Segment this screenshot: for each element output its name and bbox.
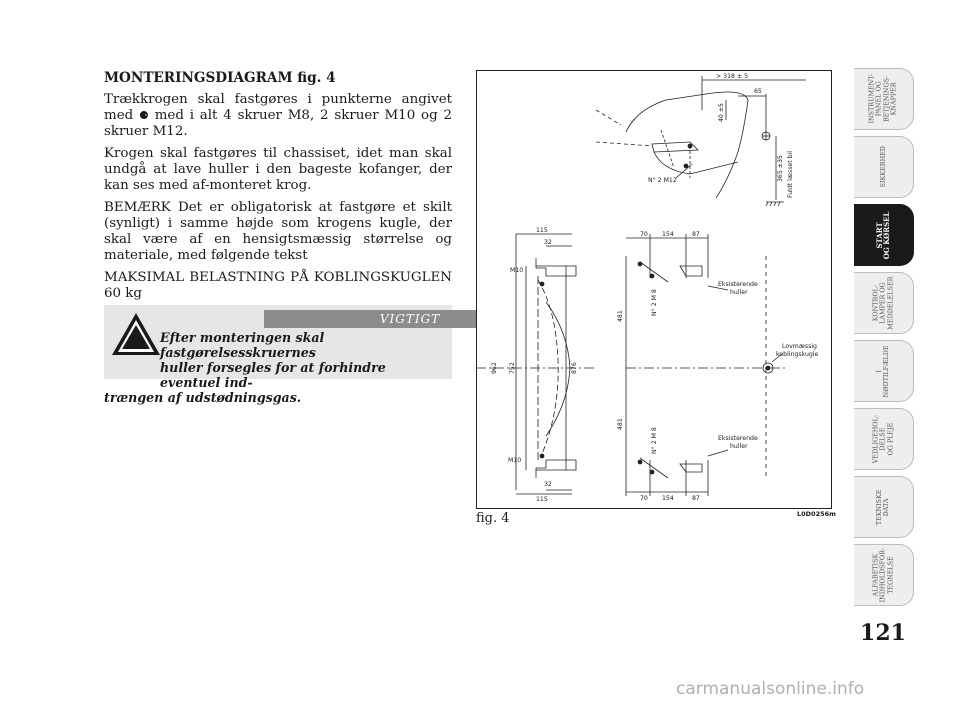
dim-481-top-label: 481 — [617, 310, 624, 322]
dim-115-top-label: 115 — [536, 227, 548, 234]
side-view-labels: > 318 ± 5 65 40 ±5 N° 2 M12 365 ±35 Fuld… — [648, 73, 794, 198]
holes-top-label-2: huller — [730, 289, 748, 296]
tab-start-driving[interactable]: START OG KØRSEL — [854, 204, 914, 266]
paragraph-4: MAKSIMAL BELASTNING PÅ KOBLINGSKUGLEN 60… — [104, 270, 452, 301]
left-plan-labels: 115 32 M10 962 752 876 M10 32 115 — [491, 227, 578, 503]
dim-962-label: 962 — [491, 362, 498, 374]
figure-caption: fig. 4 — [476, 511, 510, 526]
warning-line-2: huller forsegles for at forhindre eventu… — [160, 360, 386, 390]
tab-maintenance[interactable]: VEDLIGEHOL- DELSE OG PLEJE — [854, 408, 914, 470]
paragraph-1-text: Trækkrogen skal fastgøres i punkterne an… — [104, 92, 452, 123]
page-number: 121 — [860, 620, 906, 646]
dim-32-top-label: 32 — [544, 239, 552, 246]
bolts-bottom-label: N° 2 M 8 — [650, 427, 658, 454]
left-plan-view — [476, 233, 596, 495]
dim-154-bottom-label: 154 — [662, 495, 674, 502]
dim-752-label: 752 — [509, 362, 516, 374]
paragraph-2: Krogen skal fastgøres til chassiset, ide… — [104, 146, 452, 193]
dim-40-label: 40 ±5 — [718, 103, 725, 122]
warning-line-3: trængen af udstødningsgas. — [104, 390, 302, 405]
tab-technical-data[interactable]: TEKNISKE DATA — [854, 476, 914, 538]
mounting-diagram: > 318 ± 5 65 40 ±5 N° 2 M12 365 ±35 Fuld… — [476, 70, 832, 509]
tab-index[interactable]: ALFABETISK INDHOLDSFOR- TEGNELSE — [854, 544, 914, 606]
tab-label: VEDLIGEHOL- DELSE OG PLEJE — [871, 414, 895, 464]
right-plan-view — [625, 234, 786, 496]
tab-instrument-panel[interactable]: INSTRUMENT- PANEL OG BETJENINGS- KNAPPER — [854, 68, 914, 130]
ball-label-2: koblingskugle — [776, 351, 819, 358]
height-label: 365 ±35 — [777, 155, 784, 182]
dim-87-bottom-label: 87 — [692, 495, 700, 502]
text-column: MONTERINGSDIAGRAM fig. 4 Trækkrogen skal… — [104, 70, 452, 308]
holes-top-label-1: Eksisterende — [718, 281, 758, 288]
dim-70-top-label: 70 — [640, 231, 648, 238]
dim-481-bottom-label: 481 — [617, 418, 624, 430]
dim-87-top-label: 87 — [692, 231, 700, 238]
dim-32-bottom-label: 32 — [544, 481, 552, 488]
warning-box: VIGTIGT Efter monteringen skal fastgørel… — [104, 305, 556, 405]
figure-code: L0D0256m — [797, 510, 836, 518]
tab-warning-lights[interactable]: KONTROL- LAMPER OG MEDDELELSER — [854, 272, 914, 334]
tab-emergency[interactable]: I NØDTILFÆLDE — [854, 340, 914, 402]
tab-label: TEKNISKE DATA — [875, 489, 891, 525]
holes-bottom-label-2: huller — [730, 443, 748, 450]
watermark: carmanualsonline.info — [676, 679, 865, 699]
tab-label: SIKKERHED — [878, 146, 887, 188]
side-view — [595, 76, 806, 207]
paragraph-3: BEMÆRK Det er obligatorisk at fastgøre e… — [104, 200, 452, 263]
bolts-top-label: N° 2 M 8 — [650, 289, 658, 316]
m10-bottom-label: M10 — [508, 457, 521, 464]
dim-top-label: > 318 ± 5 — [716, 73, 748, 80]
tab-safety[interactable]: SIKKERHED — [854, 136, 914, 198]
paragraph-1-continuation: med i alt 4 skruer M8, 2 skruer M10 og 2… — [104, 108, 452, 139]
holes-bottom-label-1: Eksisterende — [718, 435, 758, 442]
dim-154-top-label: 154 — [662, 231, 674, 238]
tab-label: ALFABETISK INDHOLDSFOR- TEGNELSE — [871, 547, 895, 603]
tab-label: START OG KØRSEL — [875, 211, 892, 259]
warning-triangle-icon — [112, 313, 160, 355]
dim-876-label: 876 — [571, 362, 578, 374]
paragraph-1: Trækkrogen skal fastgøres i punkterne an… — [104, 92, 452, 140]
tab-label: INSTRUMENT- PANEL OG BETJENINGS- KNAPPER — [867, 74, 898, 124]
dim-70-bottom-label: 70 — [640, 495, 648, 502]
warning-text: Efter monteringen skal fastgørelsesskrue… — [104, 330, 444, 405]
load-label: Fuldt læsset bil — [787, 151, 794, 198]
warning-line-1: Efter monteringen skal fastgørelsesskrue… — [160, 330, 325, 360]
section-heading: MONTERINGSDIAGRAM fig. 4 — [104, 70, 336, 86]
tab-label: I NØDTILFÆLDE — [875, 345, 891, 397]
dim-65-label: 65 — [754, 88, 762, 95]
right-plan-labels: 70 154 87 N° 2 M 8 481 Eksisterende hull… — [617, 231, 819, 502]
fastening-point-icon: ⚈ — [139, 109, 149, 122]
dim-115-bottom-label: 115 — [536, 496, 548, 503]
tab-label: KONTROL- LAMPER OG MEDDELELSER — [871, 276, 895, 330]
ball-label-1: Lovmæssig — [782, 343, 817, 350]
bolt-m12-label: N° 2 M12 — [648, 176, 677, 184]
m10-top-label: M10 — [510, 267, 523, 274]
